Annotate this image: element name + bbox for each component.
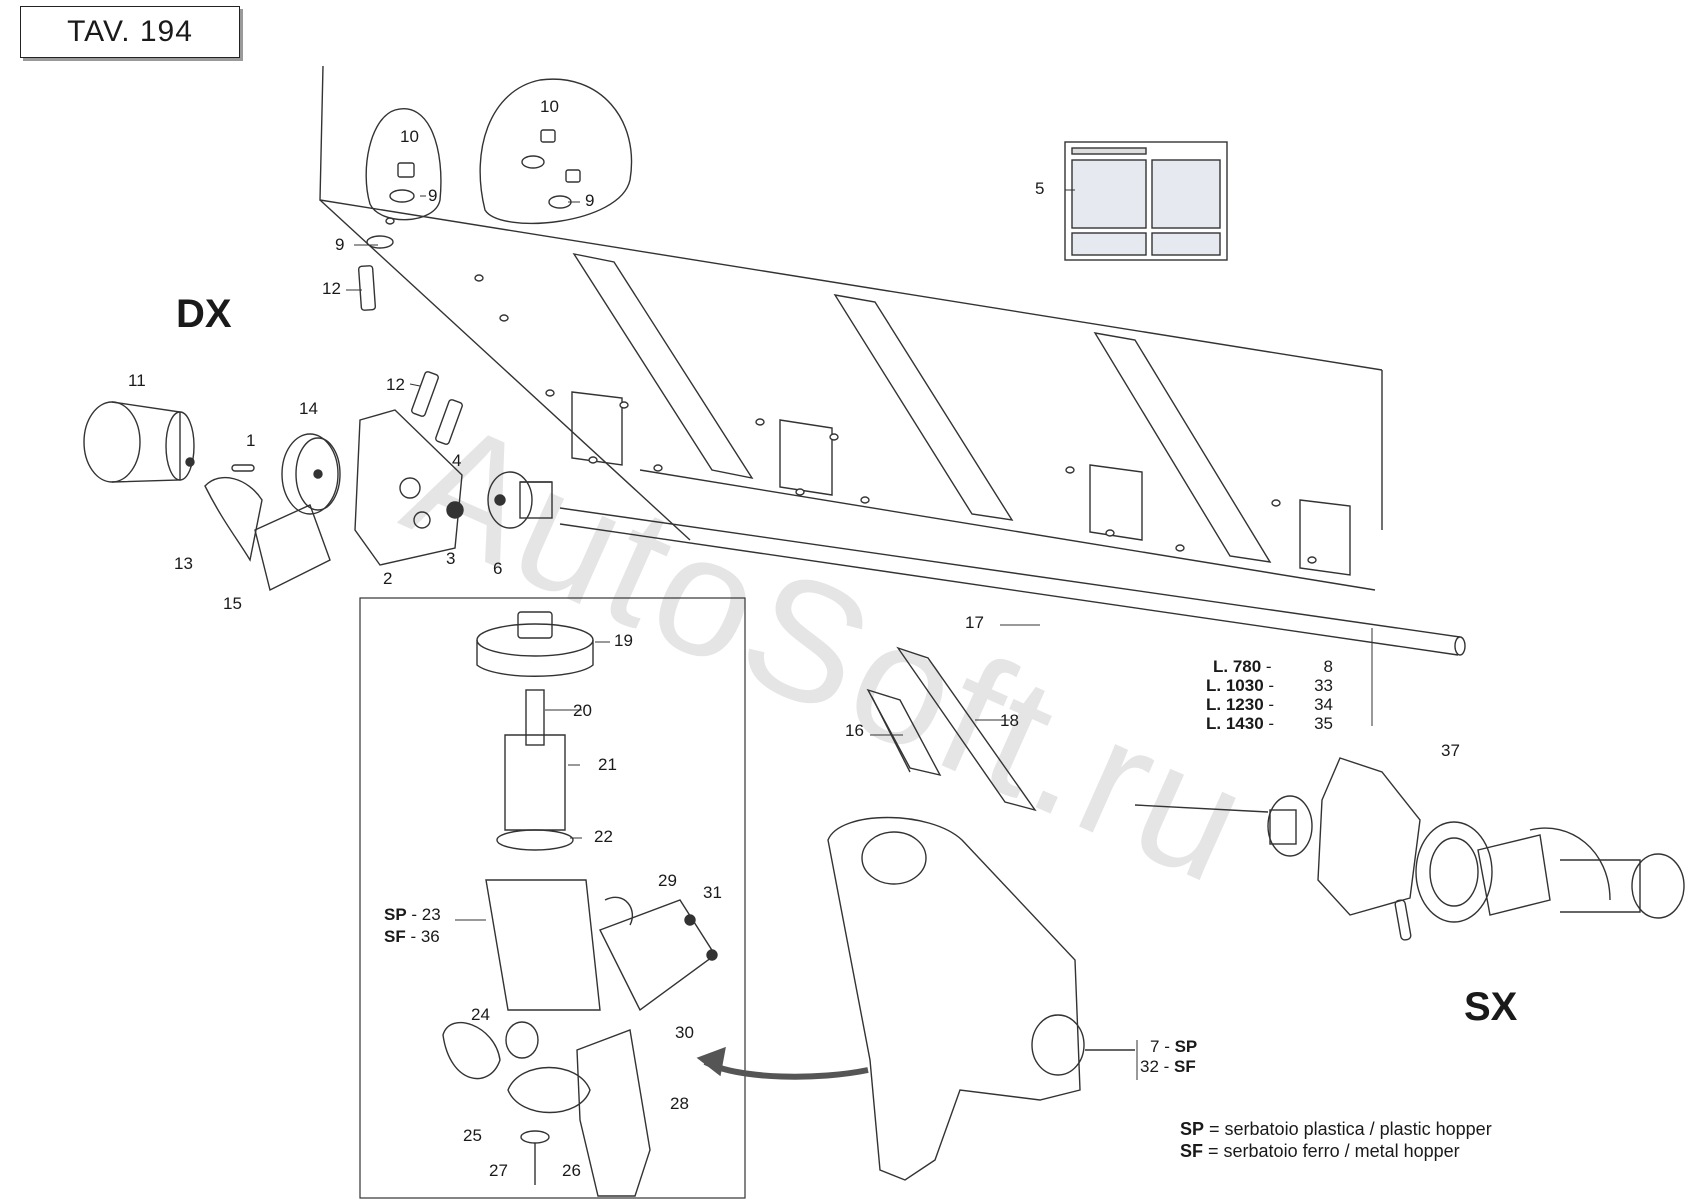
callout-25: 25 xyxy=(463,1126,482,1145)
housing-sf: SF - 36 xyxy=(384,927,440,946)
callout-9c: 9 xyxy=(335,235,345,254)
callout-13: 13 xyxy=(174,554,193,573)
callout-19: 19 xyxy=(614,631,633,650)
callout-11: 11 xyxy=(128,371,146,390)
callout-9b: 9 xyxy=(585,191,595,210)
callout-5: 5 xyxy=(1035,179,1045,198)
callout-20: 20 xyxy=(573,701,592,720)
shaft-length-row-3: L. 1230 - 34 xyxy=(1206,695,1333,714)
callout-1: 1 xyxy=(246,431,256,450)
legend: SP = serbatoio plastica / plastic hopper… xyxy=(1180,1118,1492,1162)
side-label-sx: SX xyxy=(1464,985,1518,1029)
housing-sp: SP - 23 xyxy=(384,905,441,924)
hopper-frame xyxy=(319,65,1383,591)
inset-parts xyxy=(442,611,718,1197)
hopper-ref-sp: 7 - SP xyxy=(1150,1037,1198,1056)
callout-12b: 12 xyxy=(386,375,405,394)
dx-drive xyxy=(83,401,553,592)
callout-10a: 10 xyxy=(400,127,419,146)
callout-16: 16 xyxy=(845,721,864,740)
callout-28: 28 xyxy=(670,1094,689,1113)
callout-22: 22 xyxy=(594,827,613,846)
callout-29: 29 xyxy=(658,871,677,890)
callout-9a: 9 xyxy=(428,186,438,205)
callout-12a: 12 xyxy=(322,279,341,298)
callout-30: 30 xyxy=(675,1023,694,1042)
callout-10b: 10 xyxy=(540,97,559,116)
callout-14: 14 xyxy=(299,399,318,418)
plate-number: TAV. 194 xyxy=(20,6,240,58)
callout-6: 6 xyxy=(493,559,503,578)
callout-37: 37 xyxy=(1441,741,1460,760)
callout-26: 26 xyxy=(562,1161,581,1180)
callout-24: 24 xyxy=(471,1005,490,1024)
callout-27: 27 xyxy=(489,1161,508,1180)
detail-bubbles xyxy=(365,78,633,225)
callout-31: 31 xyxy=(703,883,722,902)
shaft-length-row-4: L. 1430 - 35 xyxy=(1206,714,1333,733)
callout-21: 21 xyxy=(598,755,617,774)
side-label-dx: DX xyxy=(176,292,232,336)
callout-4: 4 xyxy=(452,451,462,470)
hopper-ref-sf: 32 - SF xyxy=(1140,1057,1196,1076)
callout-2: 2 xyxy=(383,569,393,588)
callout-3: 3 xyxy=(446,549,456,568)
reference-arrow xyxy=(703,1059,869,1080)
callout-17: 17 xyxy=(965,613,984,632)
inset-box xyxy=(359,597,746,1199)
legend-item-sf: SF = serbatoio ferro / metal hopper xyxy=(1180,1141,1460,1161)
decal-5 xyxy=(1064,141,1228,261)
sx-drive xyxy=(1134,757,1685,941)
shaft-length-row-1: L. 780 - 8 xyxy=(1213,657,1333,676)
legend-item-sp: SP = serbatoio plastica / plastic hopper xyxy=(1180,1119,1492,1139)
callout-15: 15 xyxy=(223,594,242,613)
leader-lines xyxy=(346,189,1373,1080)
callout-18: 18 xyxy=(1000,711,1019,730)
fasteners xyxy=(357,129,581,445)
shaft-length-row-2: L. 1030 - 33 xyxy=(1206,676,1333,695)
hopper-outlet xyxy=(827,816,1135,1181)
agitator-shaft xyxy=(559,507,1466,656)
